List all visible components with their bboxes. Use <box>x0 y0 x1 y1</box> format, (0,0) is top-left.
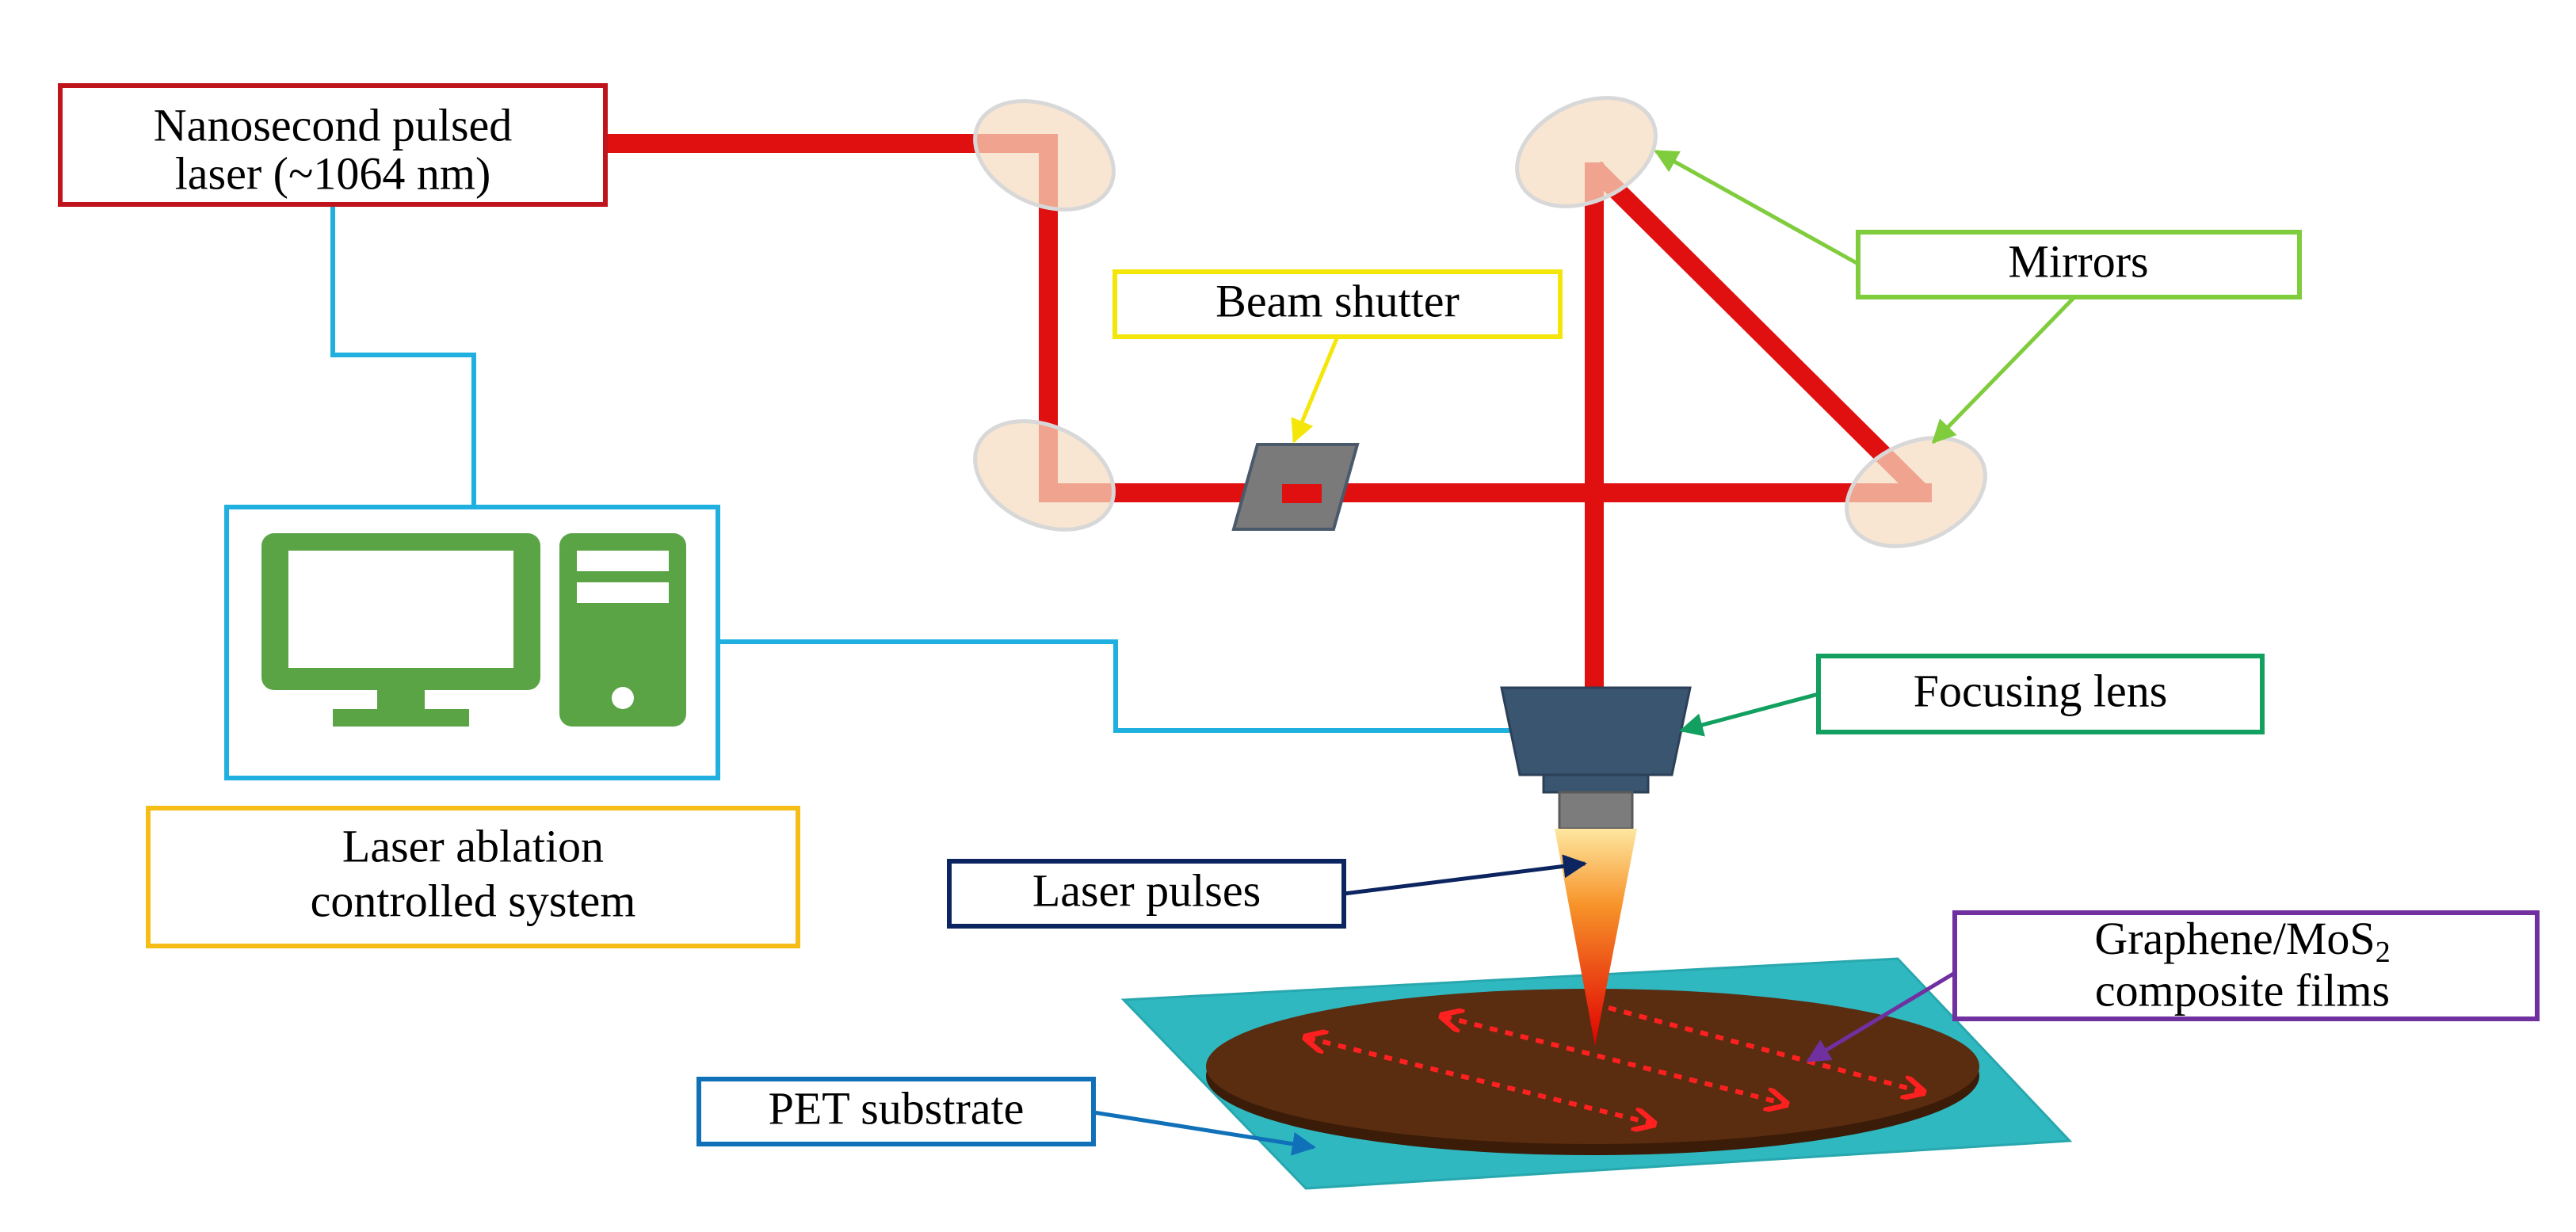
film-label-line2: composite films <box>2095 964 2390 1016</box>
mirrors-arrow-bottom <box>1931 296 2076 444</box>
beam-segment-diagonal <box>1587 161 1929 500</box>
mirrors-arrow-top <box>1654 149 1860 266</box>
tower-icon <box>559 533 686 727</box>
monitor-screen <box>288 551 513 668</box>
laser-pulse-cone <box>1555 829 1637 1046</box>
laser-source-label-line2: laser (~1064 nm) <box>175 147 491 199</box>
mirror-2 <box>973 419 1116 532</box>
monitor-stand <box>377 690 425 709</box>
mirrors-label-box: Mirrors <box>1856 230 2302 299</box>
laser-pulses-label-box: Laser pulses <box>947 859 1346 929</box>
tower-drive-1 <box>577 551 669 571</box>
laser-beam-path <box>601 134 1932 689</box>
pet-substrate-label: PET substrate <box>769 1082 1025 1134</box>
laser-source-label-box: Nanosecond pulsed laser (~1064 nm) <box>58 83 608 207</box>
laser-control-cable <box>330 202 476 507</box>
beam-shutter-arrow <box>1291 336 1340 444</box>
film-label-line1-base: Graphene/MoS <box>2094 913 2375 964</box>
focusing-lens-label-box: Focusing lens <box>1816 654 2265 734</box>
pet-substrate-label-box: PET substrate <box>696 1077 1096 1146</box>
focusing-lens-nozzle <box>1558 791 1634 830</box>
scan-path-2 <box>1444 1016 1784 1104</box>
beam-shutter-aperture <box>1282 484 1322 503</box>
mirror-3 <box>1515 96 1658 208</box>
mirror-4 <box>1845 436 1987 548</box>
laser-pulses-arrow <box>1343 854 1587 896</box>
lens-control-cable <box>717 639 1521 733</box>
focusing-lens-body <box>1500 686 1692 776</box>
mirror-1 <box>973 99 1116 212</box>
focusing-lens-label: Focusing lens <box>1914 665 2168 716</box>
film-arrow <box>1806 971 1956 1063</box>
pet-substrate-arrow <box>1093 1110 1316 1156</box>
control-system-label-line1: Laser ablation <box>342 820 604 872</box>
film-label-line1-sub: 2 <box>2376 936 2391 969</box>
computer-icon <box>261 533 686 727</box>
control-system-label-line2: controlled system <box>311 875 636 926</box>
monitor-base <box>333 709 469 727</box>
mirrors <box>973 96 1987 548</box>
film-label-line1: Graphene/MoS2 <box>2094 913 2390 968</box>
focusing-lens-ring <box>1542 773 1650 794</box>
film-label-box: Graphene/MoS2 composite films <box>1952 910 2540 1021</box>
beam-shutter-label-box: Beam shutter <box>1112 269 1563 339</box>
laser-pulses-label: Laser pulses <box>1032 864 1261 916</box>
tower-power-icon <box>612 687 634 709</box>
control-system-label-box: Laser ablation controlled system <box>146 806 800 948</box>
beam-shutter-label: Beam shutter <box>1215 275 1460 326</box>
mirrors-label: Mirrors <box>2008 235 2148 287</box>
tower-drive-2 <box>577 582 669 603</box>
focusing-lens-arrow <box>1679 692 1819 737</box>
scan-path-3 <box>1608 1005 1922 1092</box>
scan-paths <box>1307 1005 1922 1123</box>
laser-source-label-line1: Nanosecond pulsed <box>154 99 513 151</box>
